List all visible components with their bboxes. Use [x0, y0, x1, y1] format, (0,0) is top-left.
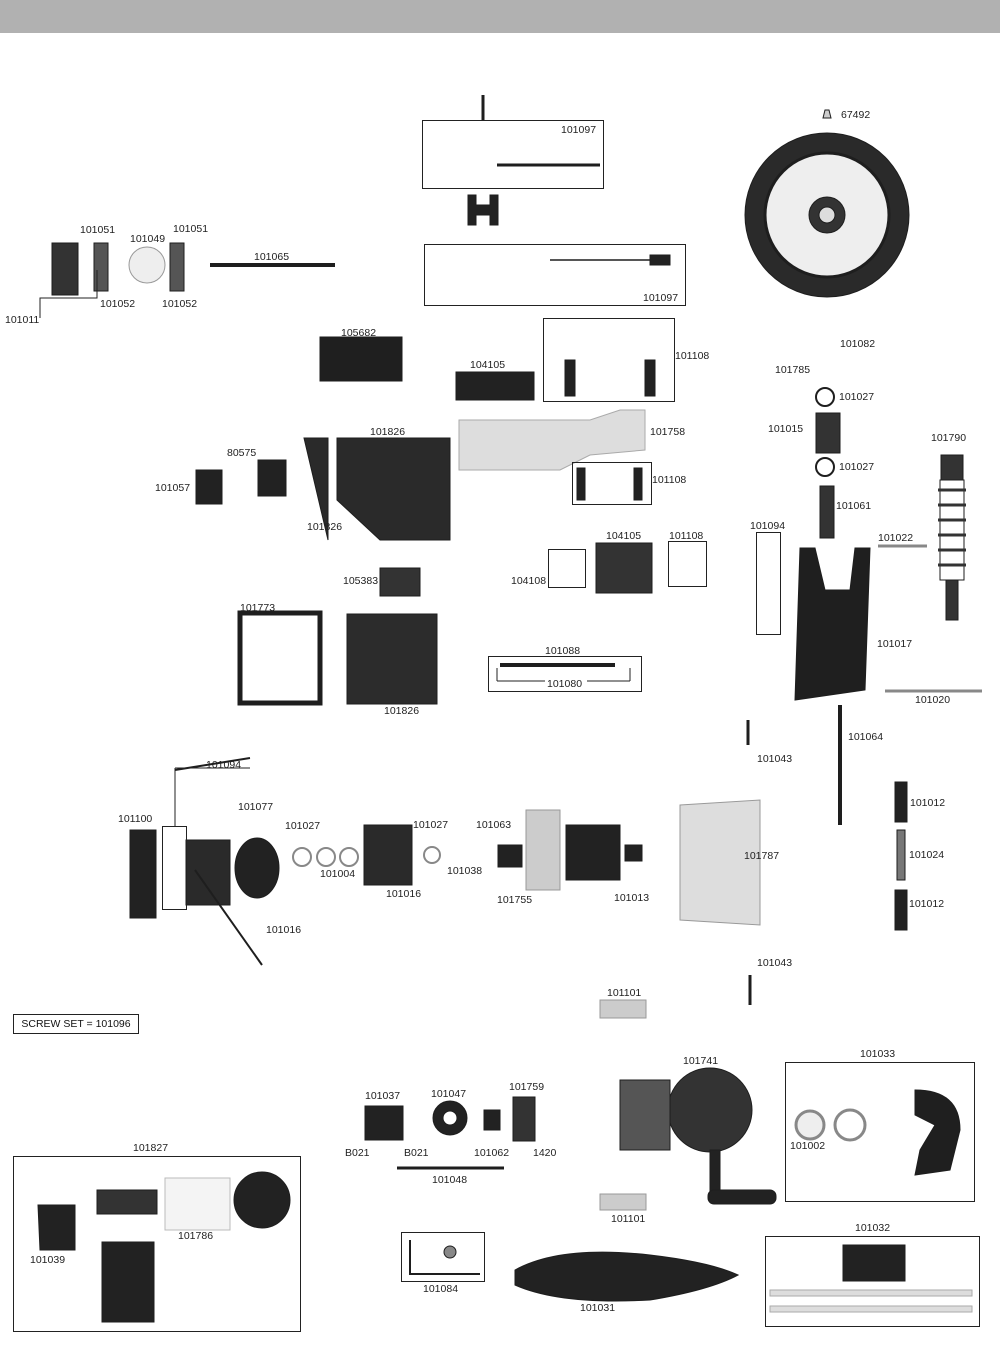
shock-part [938, 454, 966, 621]
a-arm-part [794, 547, 871, 701]
part-number-label: 101011 [5, 314, 40, 326]
part-number-label: 101027 [413, 819, 449, 831]
part-number-label: 101064 [848, 731, 884, 743]
part-number-label: 101051 [80, 224, 116, 236]
part-number-label: 101022 [878, 532, 914, 544]
part-group-box [548, 549, 586, 588]
part-number-label: 101004 [320, 868, 356, 880]
part-number-label: 101101 [607, 987, 642, 999]
part-number-label: 101787 [744, 850, 780, 862]
part-number-label: 101012 [909, 898, 945, 910]
part-number-label: 101027 [839, 391, 875, 403]
part-number-label: 105682 [341, 327, 377, 339]
part-group-box [488, 656, 642, 692]
part-number-label: 101094 [750, 520, 786, 532]
part-number-label: 101016 [266, 924, 302, 936]
part-number-label: 101062 [474, 1147, 510, 1159]
part-group-box [756, 532, 781, 635]
part-number-label: 101012 [910, 797, 946, 809]
part-number-label: 101037 [365, 1090, 401, 1102]
part-number-label: 101013 [614, 892, 650, 904]
part-number-label: 101826 [307, 521, 343, 533]
part-number-label: 101741 [683, 1055, 719, 1067]
part-number-label: 101052 [162, 298, 198, 310]
part-number-label: 101108 [675, 350, 710, 362]
chassis-plate-part [458, 409, 646, 471]
part-number-label: B021 [345, 1147, 370, 1159]
part-group-box [765, 1236, 980, 1327]
part-number-label: 104105 [606, 530, 642, 542]
part-number-label: 101017 [877, 638, 913, 650]
part-number-label: 101790 [931, 432, 967, 444]
part-number-label: 101047 [431, 1088, 467, 1100]
part-group-box [572, 462, 652, 505]
part-number-label: 101002 [790, 1140, 826, 1152]
rear-plate-part [679, 799, 761, 926]
part-group-box [13, 1156, 301, 1332]
part-number-label: 101024 [909, 849, 945, 861]
part-group-box [785, 1062, 975, 1202]
part-number-label: 101051 [173, 223, 209, 235]
part-number-label: 104108 [511, 575, 547, 587]
part-number-label: 101031 [580, 1302, 616, 1314]
part-number-label: 101100 [118, 813, 153, 825]
part-number-label: 101077 [238, 801, 274, 813]
part-number-label: 101033 [860, 1048, 896, 1060]
part-group-box [422, 120, 604, 189]
part-number-label: 101015 [768, 423, 804, 435]
part-number-label: 101038 [447, 865, 483, 877]
part-number-label: 101094 [206, 759, 242, 771]
part-number-label: 101080 [547, 678, 583, 690]
part-number-label: 105383 [343, 575, 379, 587]
part-number-label: 101065 [254, 251, 290, 263]
part-number-label: 101082 [840, 338, 876, 350]
part-number-label: 101039 [30, 1254, 66, 1266]
part-number-label: 67492 [841, 109, 871, 121]
part-number-label: 101785 [775, 364, 811, 376]
header-bar [0, 0, 1000, 33]
screw-set-label: SCREW SET = 101096 [13, 1014, 139, 1034]
part-group-box [424, 244, 686, 306]
part-number-label: 101063 [476, 819, 512, 831]
part-number-label: 101027 [839, 461, 875, 473]
part-number-label: 101108 [652, 474, 687, 486]
part-number-label: 101108 [669, 530, 704, 542]
part-number-label: 101048 [432, 1174, 468, 1186]
wheel-part [744, 109, 910, 298]
part-number-label: 101759 [509, 1081, 545, 1093]
part-group-box [401, 1232, 485, 1282]
muffler-part [514, 1251, 740, 1302]
part-number-label: 101773 [240, 602, 276, 614]
part-number-label: 101826 [370, 426, 406, 438]
part-group-box [543, 318, 675, 402]
part-group-box [162, 826, 187, 910]
part-number-label: 104105 [470, 359, 506, 371]
part-number-label: 101043 [757, 753, 793, 765]
part-group-box [668, 541, 707, 587]
part-number-label: 101101 [611, 1213, 646, 1225]
part-number-label: 101826 [384, 705, 420, 717]
part-number-label: 101020 [915, 694, 951, 706]
part-number-label: 101057 [155, 482, 191, 494]
part-number-label: 101088 [545, 645, 581, 657]
part-number-label: 101827 [133, 1142, 169, 1154]
part-number-label: 101758 [650, 426, 686, 438]
part-number-label: 101061 [836, 500, 872, 512]
part-number-label: 101032 [855, 1222, 891, 1234]
part-number-label: 101084 [423, 1283, 459, 1295]
part-number-label: 101016 [386, 888, 422, 900]
part-number-label: B021 [404, 1147, 429, 1159]
part-number-label: 101097 [643, 292, 679, 304]
part-number-label: 1420 [533, 1147, 557, 1159]
part-number-label: 101052 [100, 298, 136, 310]
part-number-label: 101755 [497, 894, 533, 906]
part-number-label: 101043 [757, 957, 793, 969]
part-number-label: 80575 [227, 447, 257, 459]
part-number-label: 101786 [178, 1230, 214, 1242]
part-number-label: 101049 [130, 233, 166, 245]
part-number-label: 101097 [561, 124, 597, 136]
part-number-label: 101027 [285, 820, 321, 832]
